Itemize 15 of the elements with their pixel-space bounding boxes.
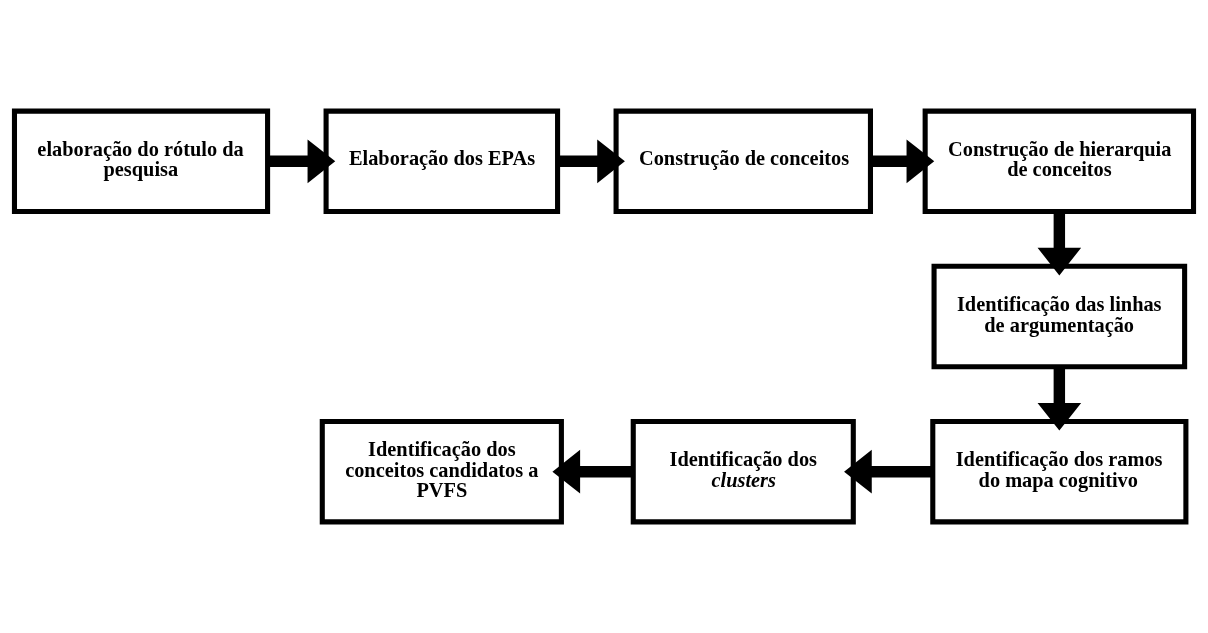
node-box: Construção de conceitos xyxy=(613,108,873,215)
node-box: Identificação dos clusters xyxy=(630,418,856,525)
arrow xyxy=(557,139,625,184)
arrow xyxy=(267,139,336,184)
node-box: Identificação das linhas de argumentação xyxy=(931,263,1188,370)
arrow xyxy=(870,139,935,184)
arrow xyxy=(1037,366,1082,431)
node-box: Identificação dos ramos do mapa cognitivo xyxy=(930,418,1189,525)
node-box: Construção de hierarquia de conceitos xyxy=(922,108,1197,215)
node-box: Identificação dos conceitos candidatos a PVFS xyxy=(319,418,564,525)
arrow xyxy=(844,449,933,494)
node-box: Elaboração dos EPAs xyxy=(323,108,561,215)
arrow xyxy=(1037,211,1082,276)
arrow xyxy=(552,449,633,494)
node-box: elaboração do rótulo da pesquisa xyxy=(11,108,271,215)
